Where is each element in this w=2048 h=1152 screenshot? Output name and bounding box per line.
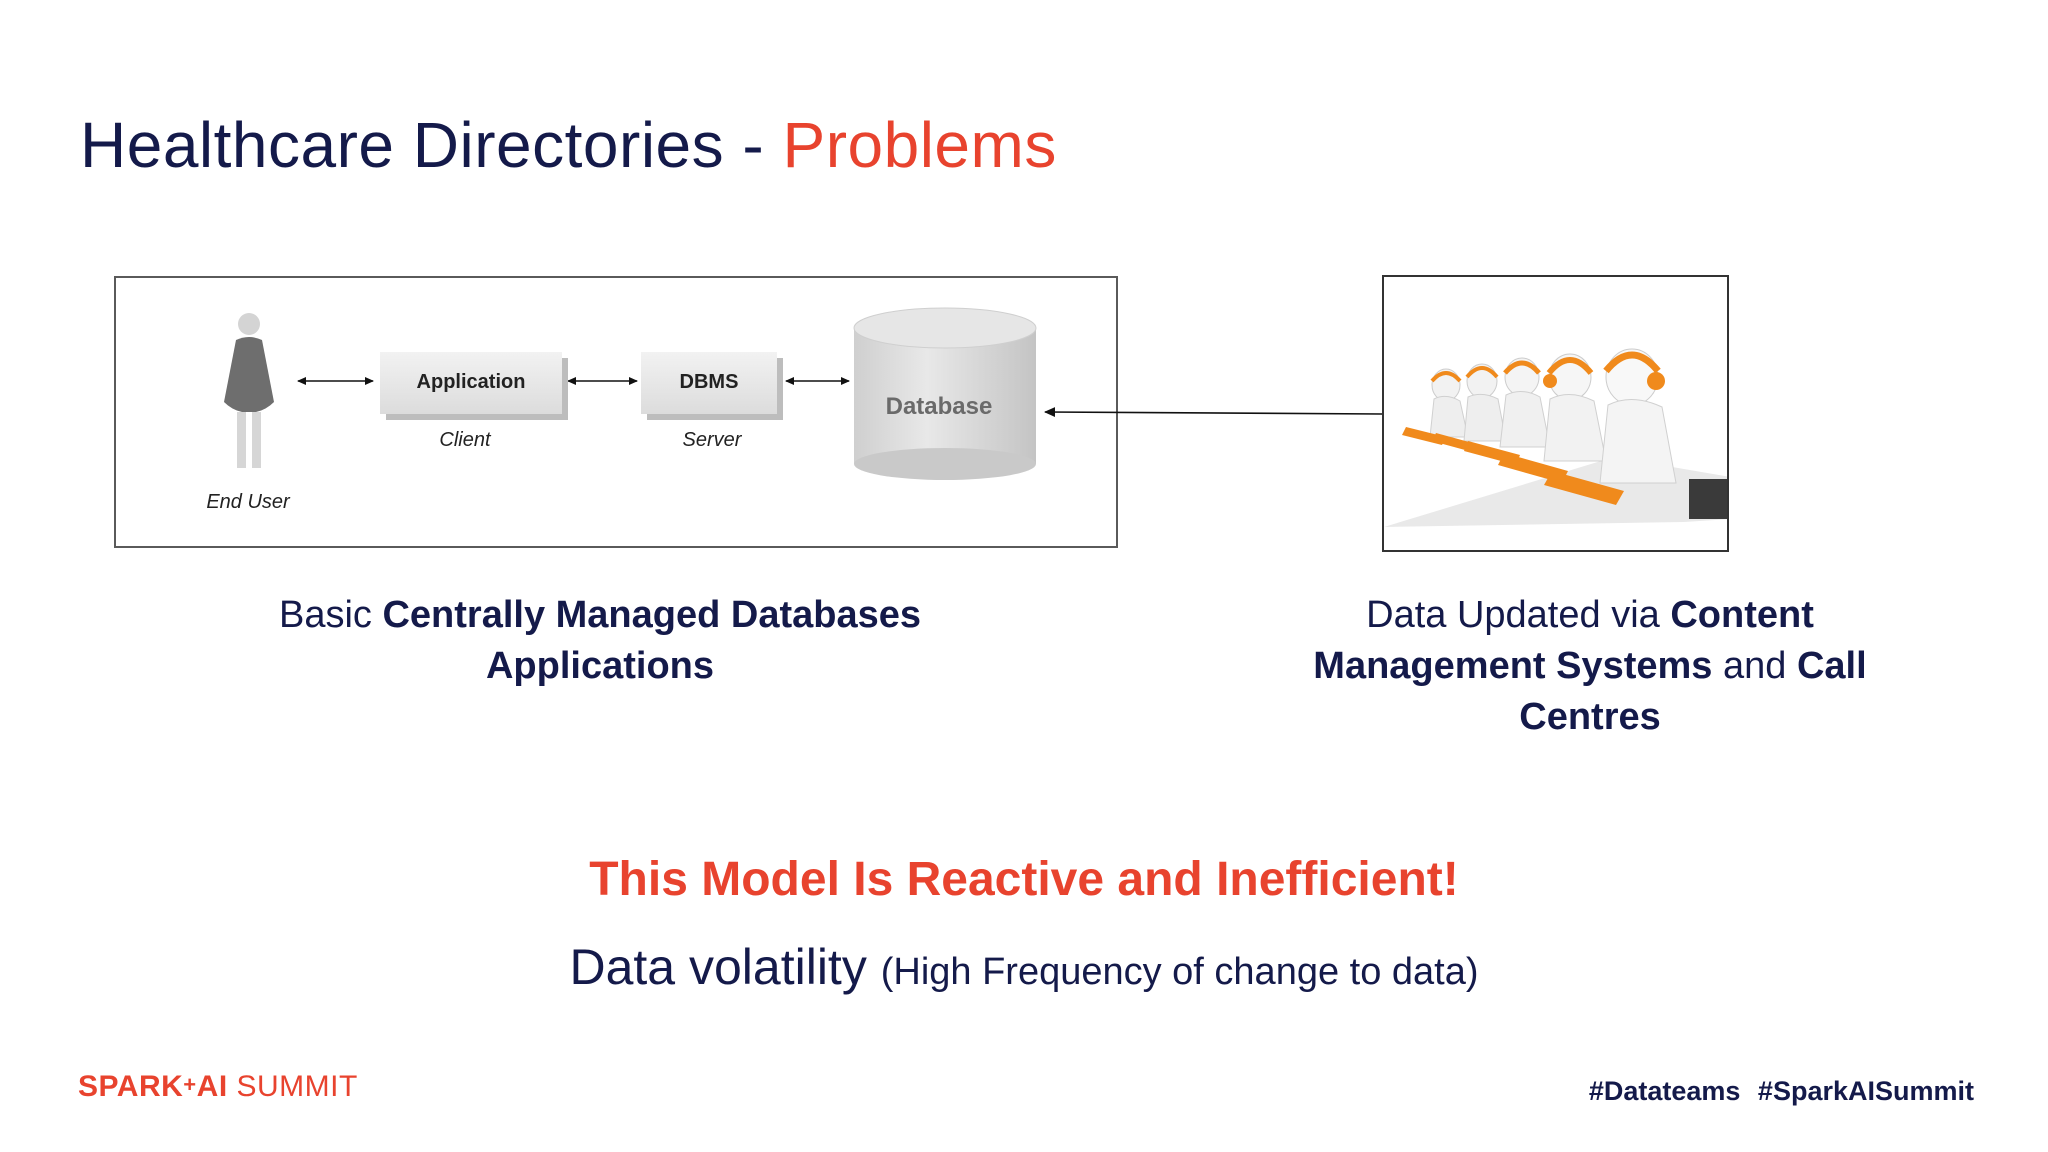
client-server-diagram: Application Client DBMS Server Database … [114, 276, 1118, 548]
slide-title-main: Healthcare Directories - [80, 109, 783, 181]
slide-title: Healthcare Directories - Problems [80, 108, 1057, 182]
client-label: Client [439, 429, 492, 451]
database-label: Database [886, 393, 993, 420]
caption-right-bold-1: Content Management Systems [1313, 594, 1814, 687]
application-label: Application [417, 371, 526, 393]
spark-ai-summit-logo: SPARK+AI SUMMIT [78, 1070, 358, 1104]
logo-summit: SUMMIT [227, 1070, 358, 1103]
caption-right-conjunction: and [1712, 645, 1797, 687]
application-box [380, 352, 568, 420]
caption-left: Basic Centrally Managed Databases Applic… [200, 590, 1000, 692]
operators-icon [1402, 348, 1677, 505]
dbms-label: DBMS [680, 371, 739, 393]
subline-detail: (High Frequency of change to data) [880, 951, 1479, 993]
dbms-box [641, 352, 783, 420]
call-centre-image [1382, 275, 1729, 552]
end-user-icon [224, 313, 274, 468]
footer-hashtags: #Datateams #SparkAISummit [1588, 1076, 1974, 1106]
monitor-shape [1689, 479, 1727, 519]
caption-left-bold: Centrally Managed Databases Applications [382, 594, 921, 687]
caption-right-prefix: Data Updated via [1366, 594, 1671, 636]
logo-ai: AI [196, 1070, 228, 1103]
subline-main: Data volatility [569, 939, 881, 995]
slide-title-accent: Problems [782, 109, 1057, 181]
subline: Data volatility (High Frequency of chang… [0, 938, 2048, 996]
headline: This Model Is Reactive and Inefficient! [589, 853, 1459, 906]
database-cylinder-icon [853, 307, 1037, 480]
caption-right-bold-2: Call Centres [1519, 645, 1867, 738]
caption-left-prefix: Basic [278, 594, 383, 636]
logo-brand: SPARK [78, 1070, 184, 1103]
caption-right: Data Updated via Content Management Syst… [1270, 590, 1910, 743]
server-label: Server [683, 429, 743, 451]
end-user-label: End User [206, 491, 291, 513]
logo-plus: + [183, 1072, 197, 1097]
